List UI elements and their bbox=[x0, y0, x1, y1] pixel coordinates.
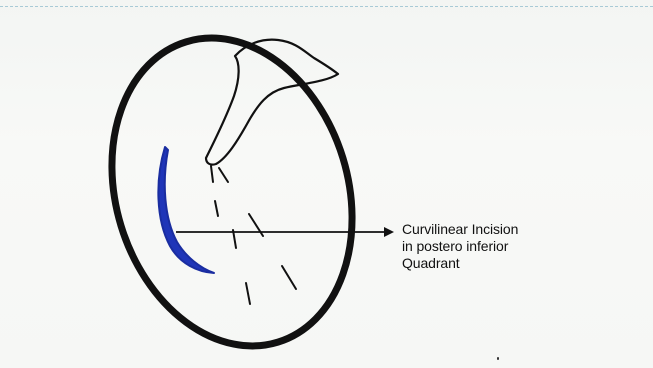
annotation-line-3: Quadrant bbox=[402, 255, 602, 272]
quadrant-dashed-lines bbox=[211, 166, 296, 304]
dash-segment bbox=[215, 201, 218, 216]
annotation-line-1: Curvilinear Incision bbox=[402, 221, 602, 238]
dash-segment bbox=[211, 166, 213, 182]
arrow-right-icon bbox=[384, 227, 394, 237]
dash-segment bbox=[282, 266, 296, 289]
annotation-line-2: in postero inferior bbox=[402, 238, 602, 255]
ink-speck bbox=[497, 357, 499, 360]
tympanic-membrane-rim bbox=[75, 8, 389, 368]
curvilinear-incision bbox=[158, 147, 214, 273]
dash-segment bbox=[246, 283, 250, 304]
incision-annotation: Curvilinear Incision in postero inferior… bbox=[402, 221, 602, 272]
dash-segment bbox=[219, 168, 228, 182]
